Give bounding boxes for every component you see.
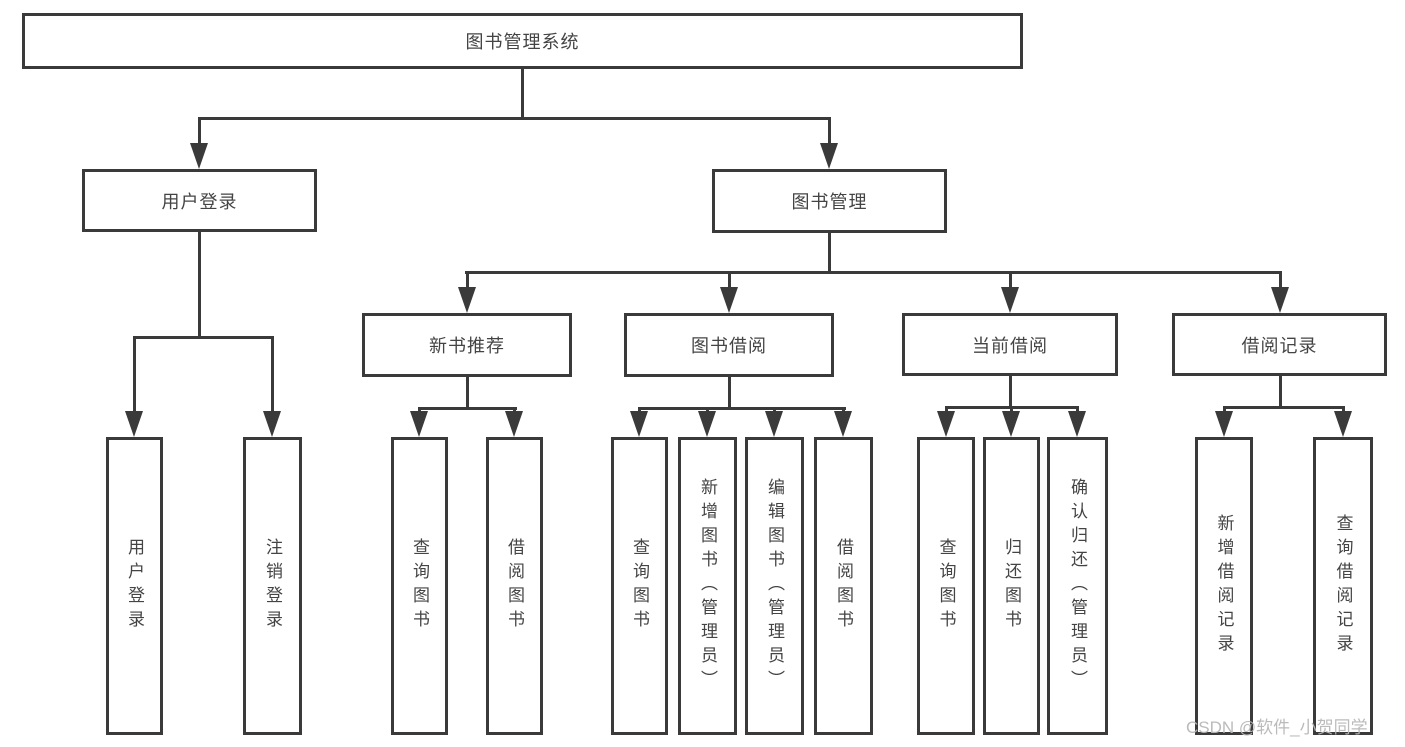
arrow-down-icon xyxy=(765,411,783,437)
node-new-book-rec: 新书推荐 xyxy=(362,313,572,377)
connector-line-v xyxy=(728,271,731,289)
leaf-cur-confirm-return: 确认归还（管理员） xyxy=(1047,437,1108,735)
connector-line-v xyxy=(1279,271,1282,289)
leaf-add-borrow-record: 新增借阅记录 xyxy=(1195,437,1253,735)
leaf-label: 查询借阅记录 xyxy=(1333,514,1353,658)
node-book-borrow: 图书借阅 xyxy=(624,313,834,377)
leaf-cur-query-books: 查询图书 xyxy=(917,437,975,735)
connector-line-v xyxy=(418,407,421,413)
connector-line-v xyxy=(1009,376,1012,408)
connector-line-v xyxy=(466,377,469,409)
leaf-label: 注销登录 xyxy=(263,538,282,634)
connector-line-v xyxy=(728,377,731,409)
leaf-query-borrow-record: 查询借阅记录 xyxy=(1313,437,1373,735)
node-label: 当前借阅 xyxy=(972,335,1048,356)
arrow-down-icon xyxy=(1215,411,1233,437)
connector-line-h xyxy=(638,407,846,410)
leaf-label: 编辑图书（管理员） xyxy=(765,478,784,694)
connector-line-h xyxy=(1223,406,1345,409)
node-label: 用户登录 xyxy=(161,191,238,212)
leaf-label: 新增图书（管理员） xyxy=(698,478,717,694)
watermark: CSDN @软件_小贺同学 xyxy=(1186,718,1368,737)
connector-line-v xyxy=(271,336,274,413)
arrow-down-icon xyxy=(1001,287,1019,313)
connector-line-v xyxy=(198,117,201,147)
connector-line-h xyxy=(133,336,274,339)
arrow-down-icon xyxy=(1271,287,1289,313)
node-borrow-records: 借阅记录 xyxy=(1172,313,1387,376)
arrow-down-icon xyxy=(720,287,738,313)
arrow-down-icon xyxy=(937,411,955,437)
leaf-bor-add-books: 新增图书（管理员） xyxy=(678,437,737,735)
node-label: 图书管理 xyxy=(791,192,868,212)
connector-line-v xyxy=(773,407,776,413)
leaf-label: 查询图书 xyxy=(410,538,429,634)
connector-line-v xyxy=(638,407,641,413)
connector-line-h xyxy=(198,117,831,120)
connector-line-v xyxy=(1010,406,1013,413)
leaf-label: 借阅图书 xyxy=(505,538,524,634)
connector-line-v xyxy=(828,233,831,273)
leaf-label: 用户登录 xyxy=(125,538,144,634)
connector-line-v xyxy=(842,407,845,413)
connector-line-v xyxy=(1076,406,1079,413)
connector-line-h xyxy=(465,271,1282,274)
node-label: 图书借阅 xyxy=(691,336,767,356)
connector-line-h xyxy=(418,407,517,410)
leaf-rec-query-books: 查询图书 xyxy=(391,437,448,735)
connector-line-v xyxy=(706,407,709,413)
node-current-borrow: 当前借阅 xyxy=(902,313,1118,376)
arrow-down-icon xyxy=(125,411,143,437)
arrow-down-icon xyxy=(410,411,428,437)
node-label: 新书推荐 xyxy=(429,336,505,356)
leaf-bor-query-books: 查询图书 xyxy=(611,437,668,735)
arrow-down-icon xyxy=(1002,411,1020,437)
arrow-down-icon xyxy=(1334,411,1352,437)
leaf-user-login: 用户登录 xyxy=(106,437,163,735)
leaf-cur-return-books: 归还图书 xyxy=(983,437,1040,735)
arrow-down-icon xyxy=(834,411,852,437)
node-label: 图书管理系统 xyxy=(465,32,580,52)
leaf-label: 新增借阅记录 xyxy=(1214,514,1234,658)
connector-line-v xyxy=(521,69,524,118)
arrow-down-icon xyxy=(263,411,281,437)
connector-line-v xyxy=(1223,406,1226,413)
leaf-label: 归还图书 xyxy=(1002,538,1021,634)
leaf-label: 借阅图书 xyxy=(834,538,853,634)
leaf-label: 查询图书 xyxy=(936,538,956,634)
leaf-label: 查询图书 xyxy=(630,538,649,634)
node-book-mgmt: 图书管理 xyxy=(712,169,947,233)
node-label: 借阅记录 xyxy=(1241,335,1318,356)
arrow-down-icon xyxy=(820,143,838,169)
arrow-down-icon xyxy=(458,287,476,313)
arrow-down-icon xyxy=(505,411,523,437)
connector-line-v xyxy=(198,232,201,338)
leaf-bor-borrow-books: 借阅图书 xyxy=(814,437,873,735)
connector-line-v xyxy=(1009,271,1012,289)
arrow-down-icon xyxy=(630,411,648,437)
node-root: 图书管理系统 xyxy=(22,13,1023,69)
connector-line-v xyxy=(513,407,516,413)
connector-line-v xyxy=(1279,376,1282,408)
arrow-down-icon xyxy=(1068,411,1086,437)
leaf-rec-borrow-books: 借阅图书 xyxy=(486,437,543,735)
connector-line-v xyxy=(945,406,948,413)
arrow-down-icon xyxy=(698,411,716,437)
leaf-bor-edit-books: 编辑图书（管理员） xyxy=(745,437,804,735)
node-user-login: 用户登录 xyxy=(82,169,317,232)
leaf-label: 确认归还（管理员） xyxy=(1068,478,1087,694)
leaf-logout: 注销登录 xyxy=(243,437,302,735)
connector-line-v xyxy=(1342,406,1345,413)
arrow-down-icon xyxy=(190,143,208,169)
connector-line-v xyxy=(828,117,831,147)
connector-line-v xyxy=(133,336,136,413)
connector-line-v xyxy=(466,271,469,289)
